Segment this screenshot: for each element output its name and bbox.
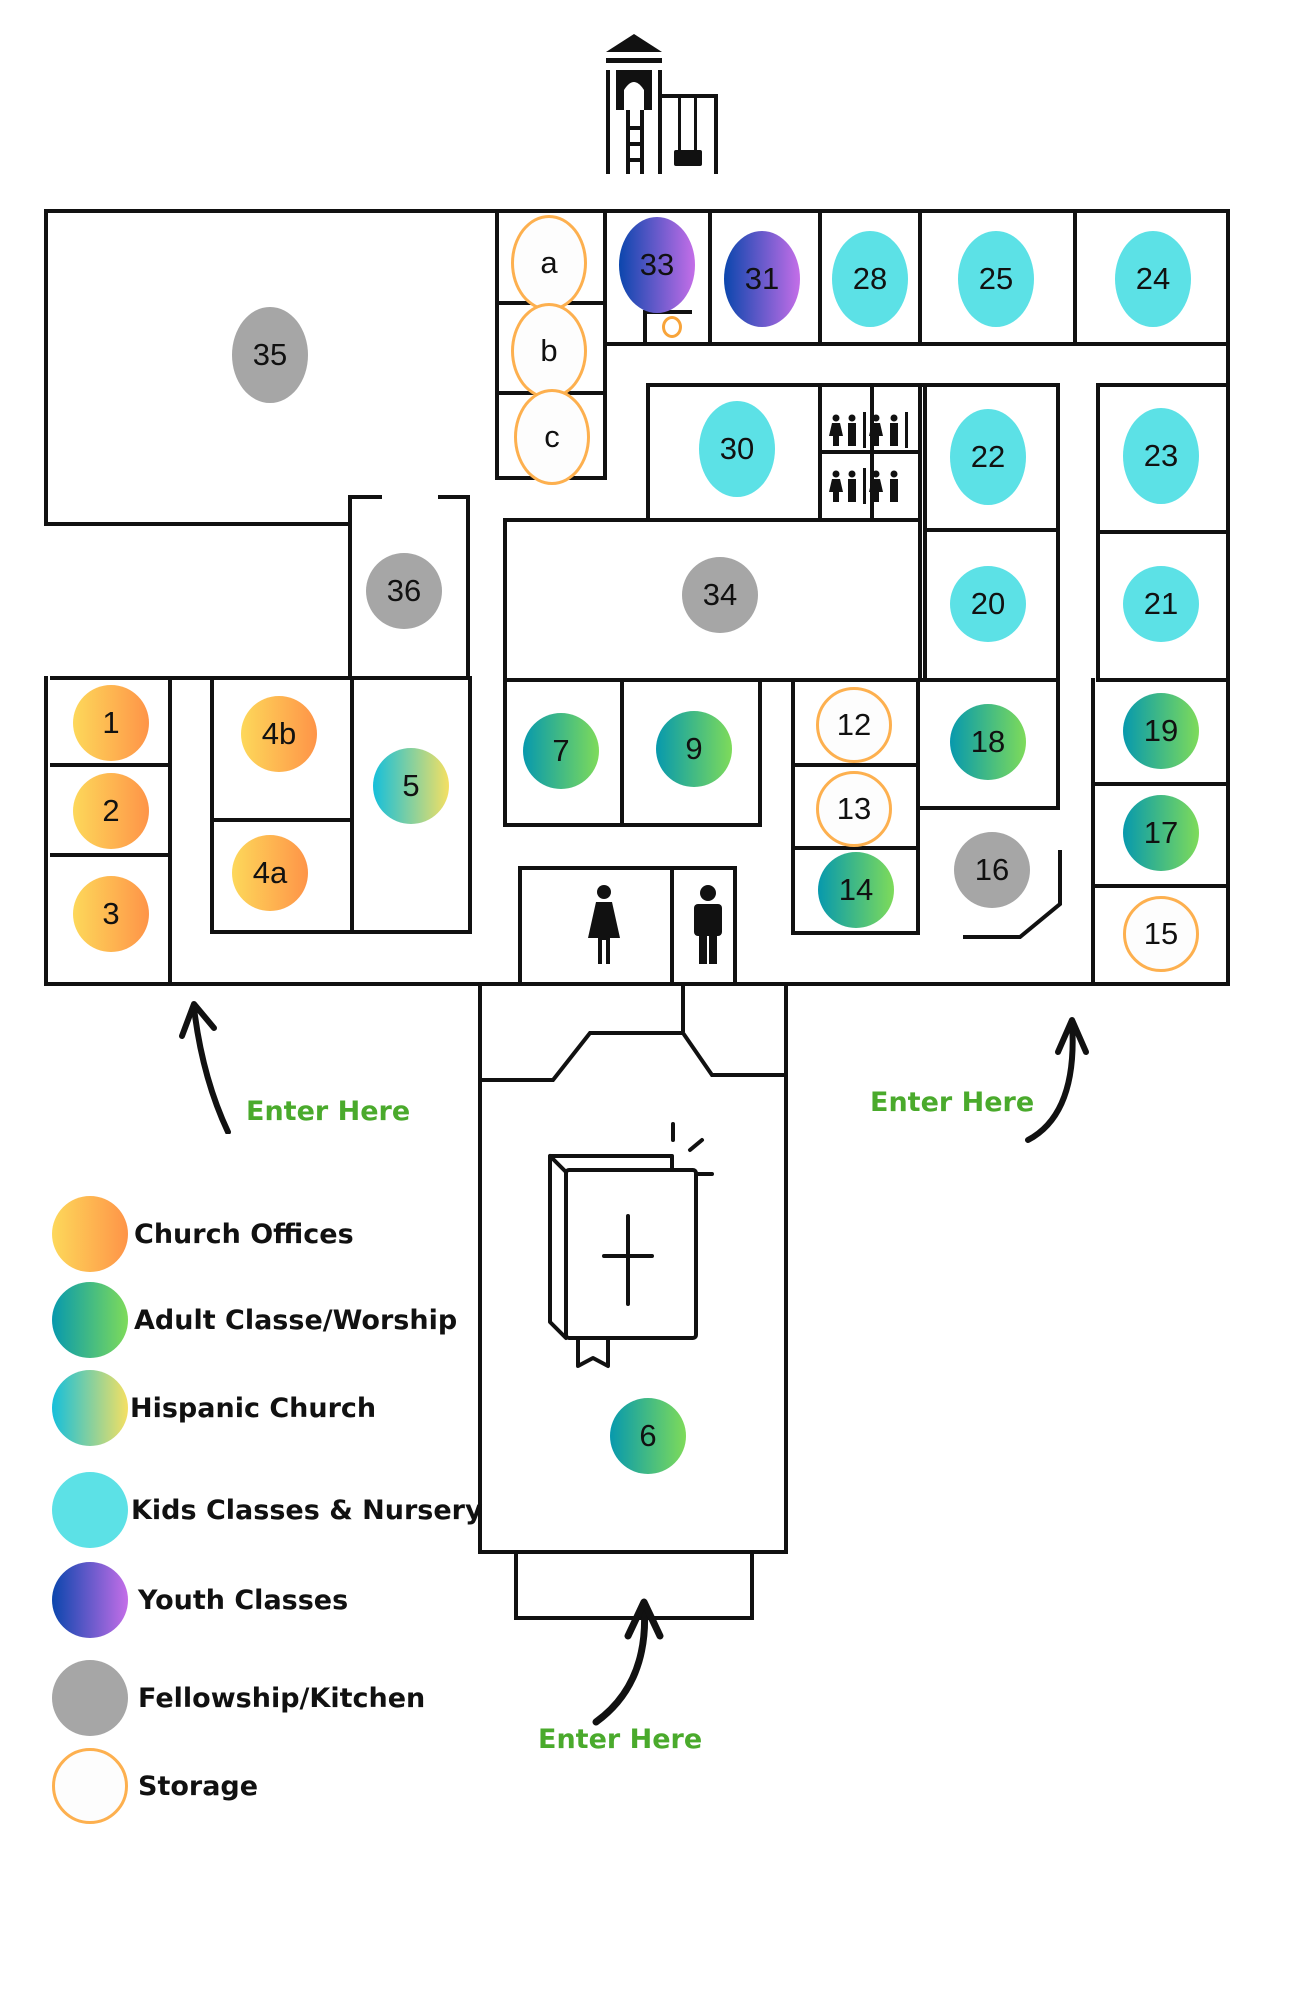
- storage-swatch: [52, 1748, 128, 1824]
- legend-label: Fellowship/Kitchen: [138, 1682, 426, 1714]
- room-c-marker[interactable]: c: [514, 389, 590, 485]
- room-3-marker[interactable]: 3: [73, 876, 149, 952]
- entrance-arrow-icon: [1025, 1017, 1089, 1143]
- fellowship-kitchen-swatch: [52, 1660, 128, 1736]
- restroom-pair-icon: [826, 412, 916, 516]
- legend-label: Kids Classes & Nursery: [131, 1494, 483, 1526]
- room-20-marker[interactable]: 20: [950, 566, 1026, 642]
- room-6-marker[interactable]: 6: [610, 1398, 686, 1474]
- entrance-arrow-icon: [179, 1001, 231, 1134]
- room-24-marker[interactable]: 24: [1115, 231, 1191, 327]
- room-16-marker[interactable]: 16: [954, 832, 1030, 908]
- enter-here-right-label: Enter Here: [870, 1087, 1035, 1118]
- room-5-marker[interactable]: 5: [373, 748, 449, 824]
- room-33-marker[interactable]: 33: [619, 217, 695, 313]
- legend-label: Hispanic Church: [130, 1392, 377, 1424]
- room-14-marker[interactable]: 14: [818, 852, 894, 928]
- room-2-marker[interactable]: 2: [73, 773, 149, 849]
- room-34-marker[interactable]: 34: [682, 557, 758, 633]
- room-23-marker[interactable]: 23: [1123, 408, 1199, 504]
- room-28-marker[interactable]: 28: [832, 231, 908, 327]
- room-7-marker[interactable]: 7: [523, 713, 599, 789]
- room-b-marker[interactable]: b: [511, 303, 587, 399]
- room-4b-marker[interactable]: 4b: [241, 696, 317, 772]
- legend-item-hispanic-church: Hispanic Church: [52, 1370, 376, 1446]
- legend-label: Adult Classe/Worship: [134, 1304, 458, 1336]
- legend-item-church-offices: Church Offices: [52, 1196, 354, 1272]
- room-25-marker[interactable]: 25: [958, 231, 1034, 327]
- room-17-marker[interactable]: 17: [1123, 795, 1199, 871]
- restroom-men-icon: [694, 885, 722, 964]
- storage-closet-marker: [662, 316, 682, 338]
- playground-icon: [606, 34, 718, 174]
- legend-item-kids-nursery: Kids Classes & Nursery: [52, 1472, 483, 1548]
- hispanic-church-swatch: [52, 1370, 128, 1446]
- room-21-marker[interactable]: 21: [1123, 566, 1199, 642]
- room-35-marker[interactable]: 35: [232, 307, 308, 403]
- room-a-marker[interactable]: a: [511, 215, 587, 311]
- bible-icon: [548, 1122, 714, 1368]
- enter-here-bottom-label: Enter Here: [538, 1724, 703, 1755]
- legend-label: Church Offices: [134, 1218, 354, 1250]
- room-30-marker[interactable]: 30: [699, 401, 775, 497]
- room-4a-marker[interactable]: 4a: [232, 835, 308, 911]
- enter-here-left-label: Enter Here: [246, 1096, 411, 1127]
- church-offices-swatch: [52, 1196, 128, 1272]
- room-19-marker[interactable]: 19: [1123, 693, 1199, 769]
- room-22-marker[interactable]: 22: [950, 409, 1026, 505]
- kids-nursery-swatch: [52, 1472, 128, 1548]
- room-18-marker[interactable]: 18: [950, 704, 1026, 780]
- room-36-marker[interactable]: 36: [366, 553, 442, 629]
- legend-label: Storage: [138, 1770, 259, 1802]
- room-15-marker[interactable]: 15: [1123, 896, 1199, 972]
- legend-item-fellowship-kitchen: Fellowship/Kitchen: [52, 1660, 425, 1736]
- room-31-marker[interactable]: 31: [724, 231, 800, 327]
- room-13-marker[interactable]: 13: [816, 771, 892, 847]
- room-1-marker[interactable]: 1: [73, 685, 149, 761]
- youth-classes-swatch: [52, 1562, 128, 1638]
- room-9-marker[interactable]: 9: [656, 711, 732, 787]
- legend-item-adult-worship: Adult Classe/Worship: [52, 1282, 457, 1358]
- entrance-arrow-icon: [592, 1598, 664, 1726]
- adult-worship-swatch: [52, 1282, 128, 1358]
- legend-item-storage: Storage: [52, 1748, 258, 1824]
- room-12-marker[interactable]: 12: [816, 687, 892, 763]
- restroom-women-icon: [588, 885, 620, 964]
- legend-label: Youth Classes: [138, 1584, 349, 1616]
- legend-item-youth-classes: Youth Classes: [52, 1562, 348, 1638]
